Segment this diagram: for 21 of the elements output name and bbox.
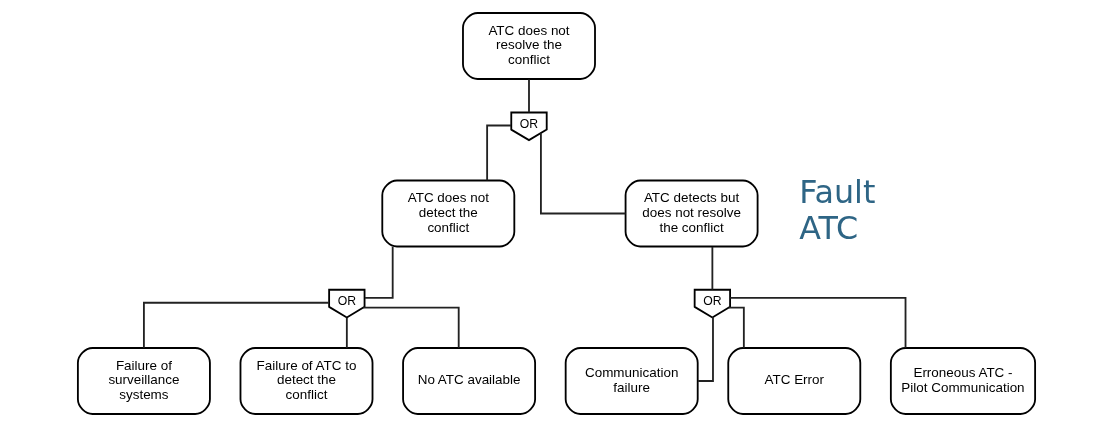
connector [539, 132, 626, 215]
connector [142, 301, 330, 349]
node-box: ATC Error [726, 347, 861, 415]
node-box: No ATC available [401, 347, 536, 415]
connector [727, 306, 745, 349]
node-box: ATC does not resolve the conflict [461, 12, 596, 80]
node-box: Failure of ATC to detect the conflict [239, 347, 373, 415]
label: ATC [798, 209, 858, 246]
label: Fault [798, 174, 875, 211]
node-box: Failure of surveillance systems [76, 347, 211, 415]
connector [345, 316, 348, 349]
connector [485, 124, 512, 182]
connector [728, 296, 906, 349]
node-box: ATC detects but does not resolve the conflict [624, 179, 758, 248]
node-box: Communication failure [564, 347, 699, 415]
connector [361, 306, 460, 349]
connector [710, 246, 713, 291]
connector [527, 78, 530, 114]
connector [363, 245, 394, 299]
node-box: Erroneous ATC - Pilot Communication [889, 347, 1036, 415]
node-box: ATC does not detect the conflict [380, 179, 515, 248]
